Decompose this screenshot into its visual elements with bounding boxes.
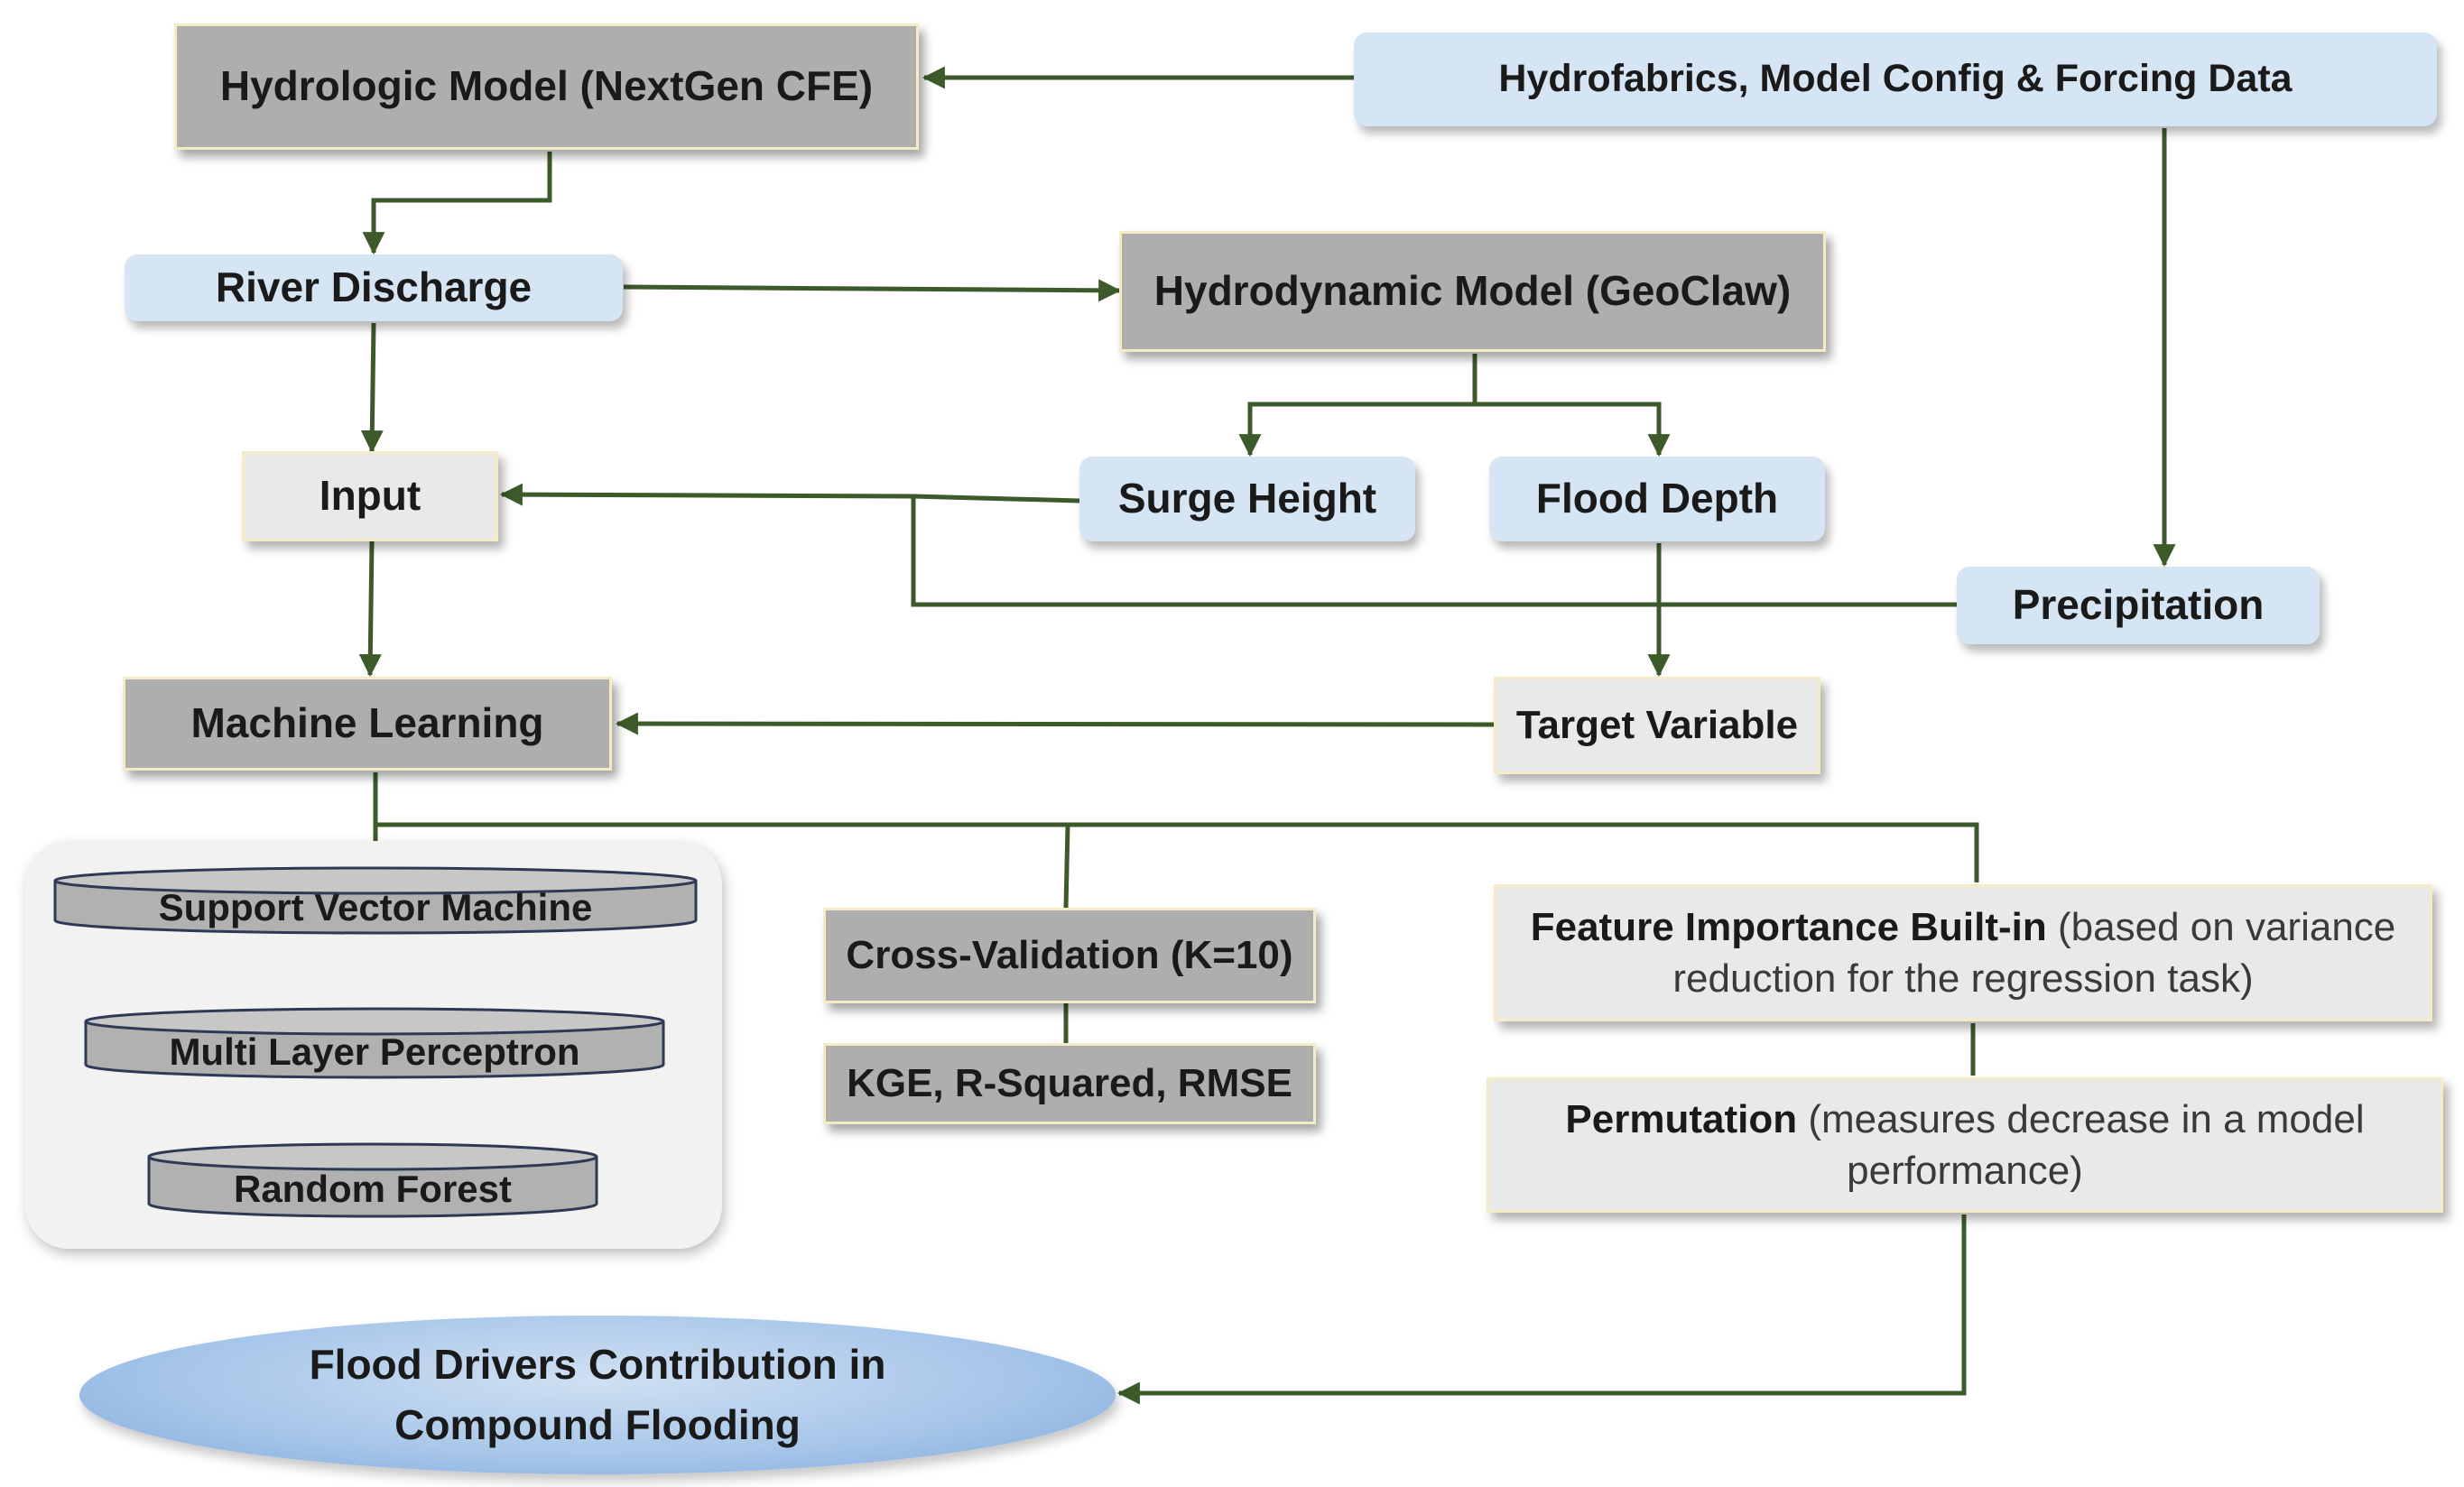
permutation-detail-2: performance) xyxy=(1847,1149,2083,1193)
permutation-box: Permutation (measures decrease in a mode… xyxy=(1487,1077,2443,1213)
precipitation-box: Precipitation xyxy=(1957,567,2320,644)
feature-importance-title: Feature Importance Built-in xyxy=(1530,904,2047,949)
feature-importance-detail-1: (based on variance xyxy=(2058,904,2396,949)
arrow-target-to-ml xyxy=(615,712,1495,735)
model-rf: Random Forest xyxy=(144,1141,601,1222)
line-trunk-to-cv xyxy=(1063,824,1070,909)
hydrologic-model-label: Hydrologic Model (NextGen CFE) xyxy=(219,62,874,110)
arrow-discharge-to-hydrodynamic xyxy=(623,279,1122,302)
arrow-hydrodynamic-split xyxy=(1247,354,1477,455)
permutation-detail-1: (measures decrease in a model xyxy=(1808,1096,2365,1141)
target-variable-box: Target Variable xyxy=(1494,677,1820,774)
cross-validation-label: Cross-Validation (K=10) xyxy=(846,933,1293,978)
input-label: Input xyxy=(319,472,421,520)
model-svm-label: Support Vector Machine xyxy=(158,886,593,928)
metrics-box: KGE, R-Squared, RMSE xyxy=(823,1043,1316,1124)
permutation-line1: Permutation (measures decrease in a mode… xyxy=(1565,1094,2364,1145)
feature-importance-line1: Feature Importance Built-in (based on va… xyxy=(1531,901,2396,953)
cylinder-shape xyxy=(147,1142,598,1218)
target-variable-label: Target Variable xyxy=(1515,703,1799,748)
input-box: Input xyxy=(242,451,498,541)
cross-validation-box: Cross-Validation (K=10) xyxy=(823,908,1316,1003)
line-ml-trunk xyxy=(375,822,1979,882)
hydrodynamic-model-box: Hydrodynamic Model (GeoClaw) xyxy=(1119,231,1826,352)
cylinder-shape xyxy=(84,1007,665,1079)
arrow-input-to-ml xyxy=(358,540,382,678)
model-rf-label: Random Forest xyxy=(233,1168,513,1210)
machine-learning-box: Machine Learning xyxy=(123,677,612,771)
hydrodynamic-model-label: Hydrodynamic Model (GeoClaw) xyxy=(1153,267,1792,315)
model-mlp-label: Multi Layer Perceptron xyxy=(169,1030,580,1073)
surge-height-label: Surge Height xyxy=(1117,475,1377,522)
feature-importance-box: Feature Importance Built-in (based on va… xyxy=(1494,884,2432,1021)
cylinder-shape xyxy=(53,866,698,935)
arrow-permutation-to-drivers xyxy=(1116,1215,1967,1405)
arrow-hydrodynamic-to-flood xyxy=(1475,402,1671,457)
model-svm: Support Vector Machine xyxy=(51,864,700,937)
line-precip-to-input xyxy=(911,494,1957,607)
machine-learning-label: Machine Learning xyxy=(190,699,544,747)
river-discharge-box: River Discharge xyxy=(125,254,623,321)
flood-depth-label: Flood Depth xyxy=(1535,475,1779,522)
flood-depth-box: Flood Depth xyxy=(1489,457,1825,541)
flood-drivers-line1: Flood Drivers Contribution in xyxy=(309,1341,886,1389)
forcing-data-label: Hydrofabrics, Model Config & Forcing Dat… xyxy=(1498,57,2293,101)
forcing-data-box: Hydrofabrics, Model Config & Forcing Dat… xyxy=(1354,32,2437,126)
arrow-surge-to-input xyxy=(499,483,1080,506)
model-mlp: Multi Layer Perceptron xyxy=(81,1005,668,1083)
precipitation-label: Precipitation xyxy=(2012,581,2265,629)
arrow-hydrologic-to-discharge xyxy=(362,152,552,255)
flood-drivers-ellipse: Flood Drivers Contribution in Compound F… xyxy=(79,1316,1116,1474)
surge-height-box: Surge Height xyxy=(1079,457,1415,541)
flood-drivers-line2: Compound Flooding xyxy=(394,1401,801,1448)
metrics-label: KGE, R-Squared, RMSE xyxy=(847,1061,1292,1106)
arrow-discharge-to-input xyxy=(360,322,384,454)
feature-importance-detail-2: reduction for the regression task) xyxy=(1672,956,2254,1001)
river-discharge-label: River Discharge xyxy=(215,263,533,311)
hydrologic-model-box: Hydrologic Model (NextGen CFE) xyxy=(174,23,919,150)
permutation-title: Permutation xyxy=(1565,1096,1798,1141)
